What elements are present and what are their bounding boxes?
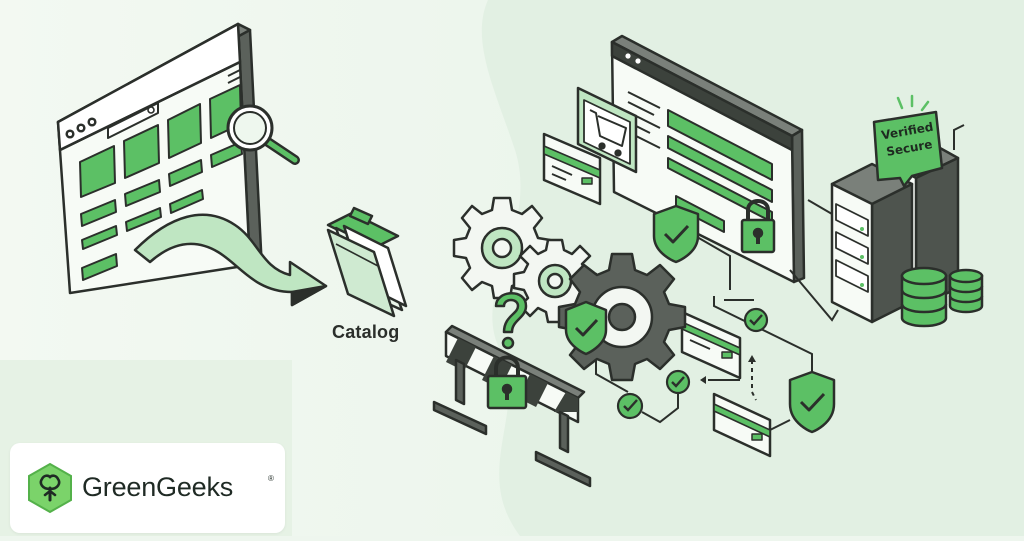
check-circle-icon — [743, 307, 769, 333]
catalog-label: Catalog — [332, 322, 400, 342]
greengeeks-logo-card[interactable]: GreenGeeks ® — [10, 443, 285, 533]
greengeeks-logo-icon — [28, 462, 72, 514]
verified-secure-badge: Verified Secure — [872, 94, 944, 188]
padlock-icon — [740, 199, 776, 254]
shield-check-icon — [564, 300, 608, 356]
check-circle-icon — [616, 392, 644, 420]
arrowhead-icon — [748, 355, 756, 362]
connector-lines — [595, 124, 965, 431]
magnifier-icon — [226, 104, 300, 165]
registered-mark: ® — [268, 474, 274, 483]
dashed-connector — [751, 360, 757, 401]
cart-icon — [576, 86, 638, 174]
check-circle-icon — [665, 369, 691, 395]
arrow-icon — [133, 213, 328, 307]
credit-card-icon — [542, 132, 602, 206]
shield-check-icon — [652, 204, 700, 264]
arrowhead-icon — [700, 376, 706, 384]
brand-name: GreenGeeks — [82, 472, 234, 502]
folder-icon — [326, 206, 408, 318]
padlock-icon — [486, 355, 528, 410]
question-mark-icon — [494, 292, 528, 350]
database-icon — [900, 266, 984, 328]
credit-card-icon — [712, 392, 772, 458]
shield-check-icon — [788, 370, 836, 434]
